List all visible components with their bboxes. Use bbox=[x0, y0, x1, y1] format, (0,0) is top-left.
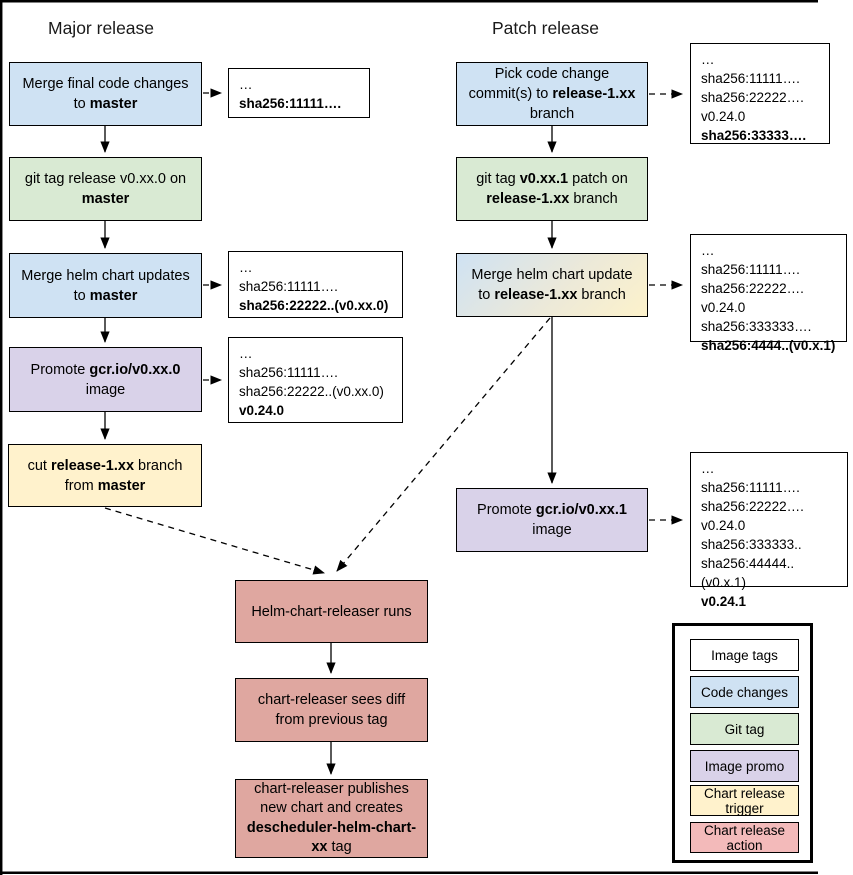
note-major-promote: …sha256:11111….sha256:22222..(v0.xx.0)v0… bbox=[228, 337, 403, 423]
patch-release-title: Patch release bbox=[492, 18, 600, 38]
legend: Image tags Code changes Git tag Image pr… bbox=[672, 623, 813, 863]
patch-git-tag-box: git tag v0.xx.1 patch on release-1.xx br… bbox=[456, 157, 648, 221]
major-promote-image-box: Promote gcr.io/v0.xx.0 image bbox=[9, 347, 202, 412]
major-release-title: Major release bbox=[48, 18, 155, 38]
note-major-helm: …sha256:11111….sha256:22222..(v0.xx.0) bbox=[228, 251, 403, 318]
dash-cut-to-releaser bbox=[104, 507, 325, 575]
canvas-border bbox=[0, 0, 818, 875]
patch-merge-helm-box: Merge helm chart update to release-1.xx … bbox=[456, 253, 648, 317]
major-merge-code-box: Merge final code changes to master bbox=[9, 62, 202, 126]
major-merge-helm-box: Merge helm chart updates to master bbox=[9, 253, 202, 318]
chart-releaser-diff-box: chart-releaser sees diff from previous t… bbox=[235, 678, 428, 742]
chart-releaser-publish-box: chart-releaser publishes new chart and c… bbox=[235, 779, 428, 858]
legend-item-chart-release-action: Chart release action bbox=[690, 822, 799, 853]
legend-item-image-promo: Image promo bbox=[690, 750, 799, 782]
solid-arrows bbox=[100, 126, 557, 776]
legend-item-chart-release-trigger: Chart release trigger bbox=[690, 785, 799, 816]
major-cut-branch-box: cut release-1.xx branch from master bbox=[8, 444, 202, 507]
dashed-arrows bbox=[104, 88, 684, 575]
major-git-tag-box: git tag release v0.xx.0 on master bbox=[9, 157, 202, 221]
legend-item-git-tag: Git tag bbox=[690, 713, 799, 745]
chart-releaser-runs-box: Helm-chart-releaser runs bbox=[235, 580, 428, 643]
dash-helm-to-releaser bbox=[336, 317, 551, 572]
patch-promote-image-box: Promote gcr.io/v0.xx.1 image bbox=[456, 488, 648, 552]
patch-pick-commits-box: Pick code change commit(s) to release-1.… bbox=[456, 62, 648, 126]
legend-item-code-changes: Code changes bbox=[690, 676, 799, 708]
note-major-code: …sha256:11111…. bbox=[228, 68, 370, 118]
legend-item-image-tags: Image tags bbox=[690, 639, 799, 671]
